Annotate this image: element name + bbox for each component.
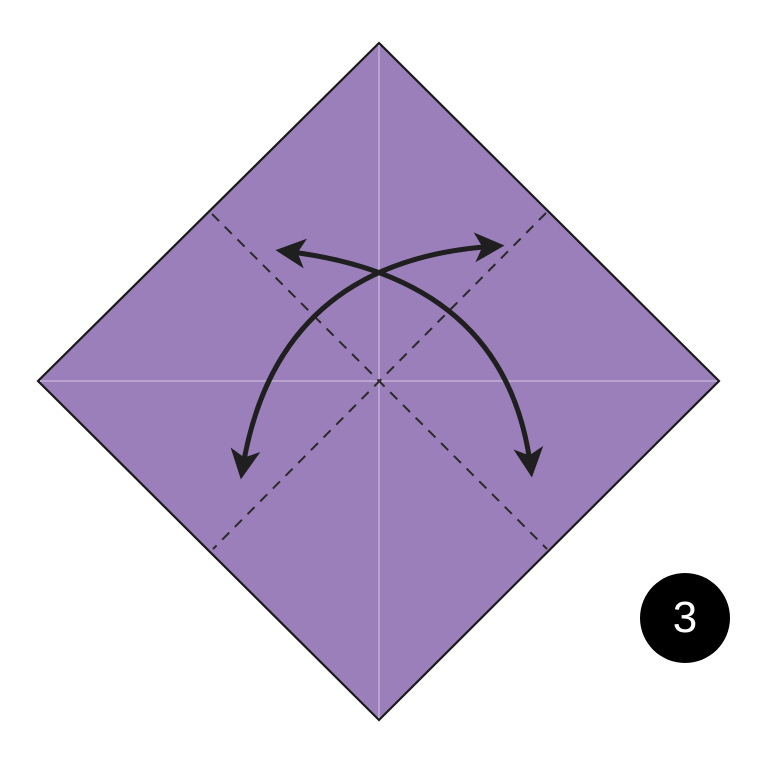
step-number-badge: 3 bbox=[640, 573, 730, 663]
double-headed-curved-arrow-icon bbox=[230, 232, 505, 480]
step-number: 3 bbox=[672, 593, 698, 642]
